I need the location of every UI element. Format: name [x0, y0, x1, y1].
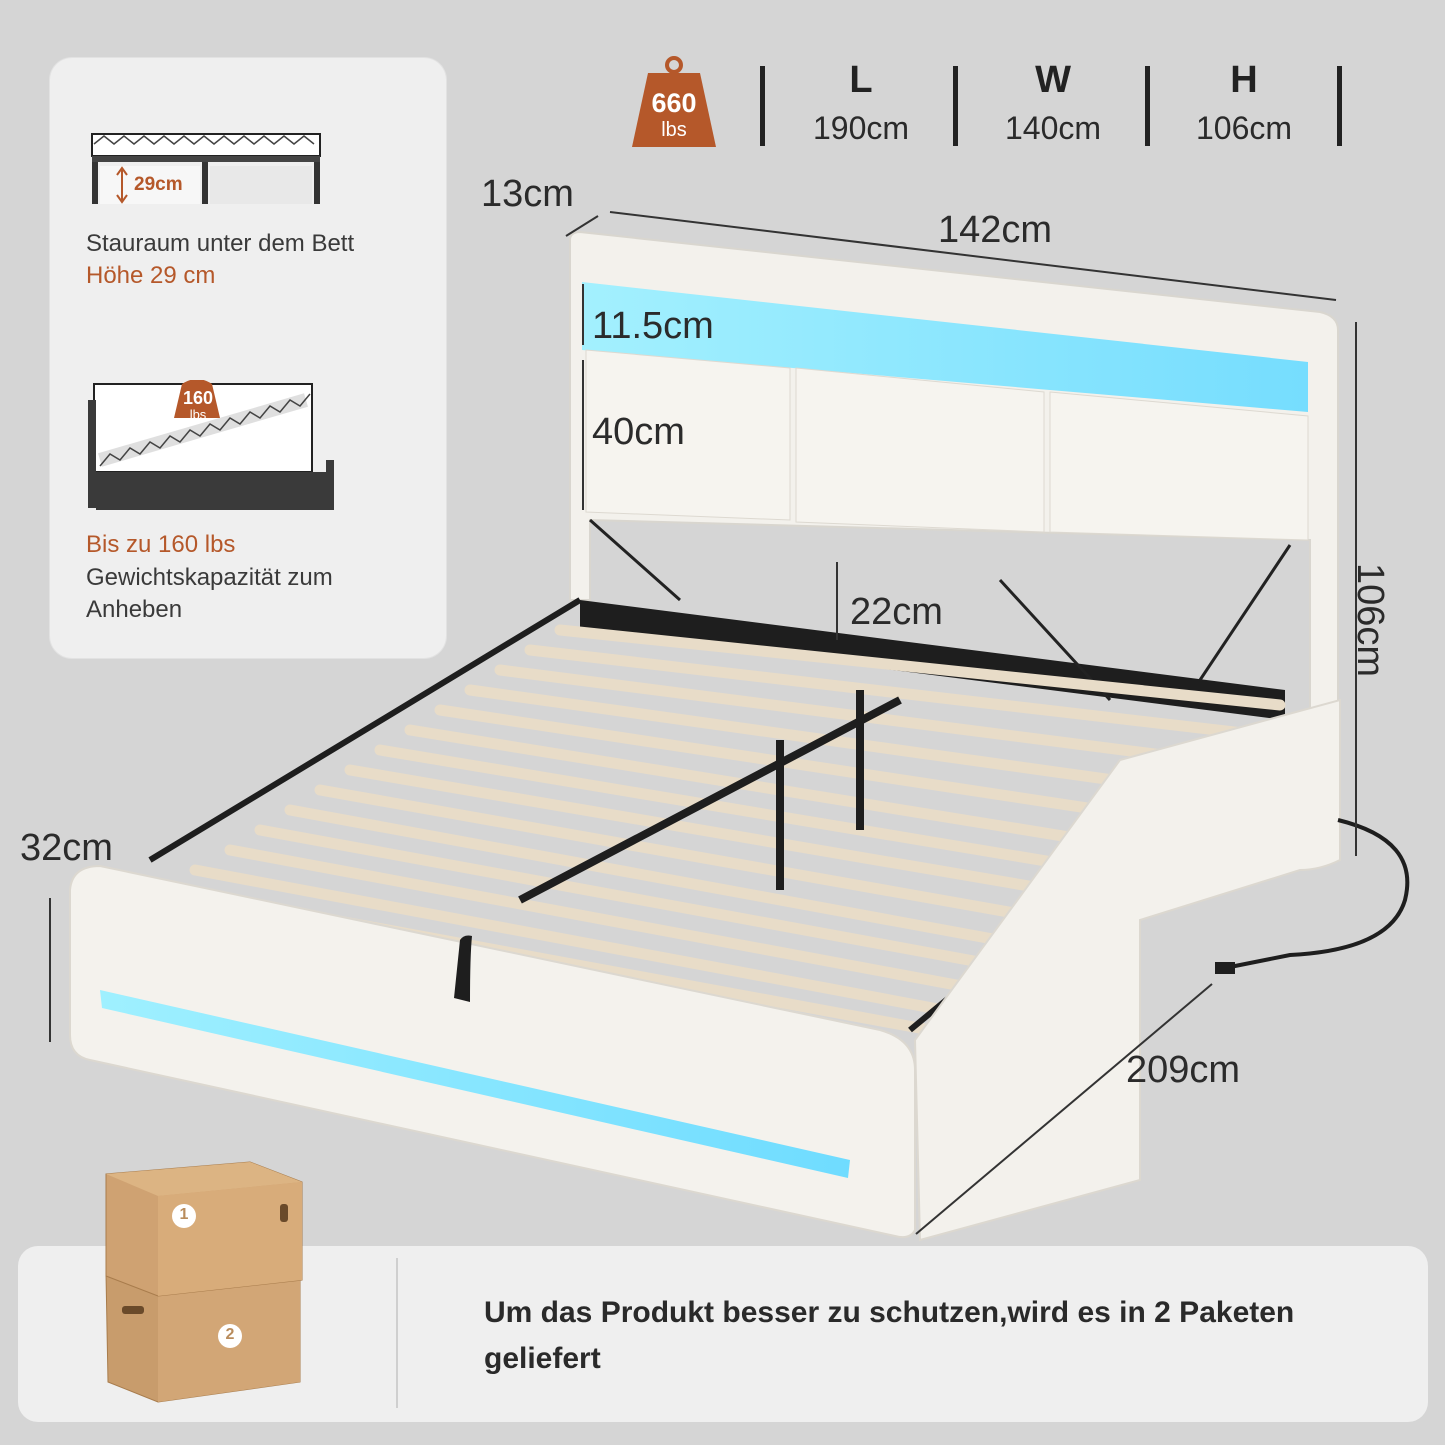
package-boxes-icon — [105, 1161, 303, 1403]
lift-badge-unit: lbs — [189, 407, 207, 422]
spec-separator — [953, 66, 958, 146]
spec-width-value: 140cm — [1004, 110, 1102, 146]
footer-divider — [396, 1258, 398, 1408]
dim-depth-top: 13cm — [481, 173, 574, 215]
spec-separator — [1337, 66, 1342, 146]
storage-small-label: 29cm — [134, 174, 183, 195]
dim-led-height: 11.5cm — [592, 305, 714, 347]
dim-width-top: 142cm — [938, 209, 1053, 251]
storage-title: Stauraum unter dem Bett — [86, 230, 355, 257]
spec-height-key: H — [1230, 59, 1258, 101]
lift-badge-value: 160 — [182, 388, 214, 408]
spec-width-key: W — [1035, 59, 1071, 101]
delivery-message: Um das Produkt besser zu schutzen,wird e… — [484, 1296, 1295, 1375]
weight-unit: lbs — [661, 119, 687, 141]
spec-length: L 190cm — [771, 58, 951, 147]
spec-height-value: 106cm — [1195, 110, 1293, 146]
spec-separator — [760, 66, 765, 146]
lift-desc: Gewichtskapazität zum Anheben — [86, 564, 333, 623]
storage-diagram — [91, 133, 321, 204]
box-1-label: 1 — [179, 1206, 189, 1223]
weight-value: 660 — [651, 88, 697, 118]
storage-height: Höhe 29 cm — [86, 262, 216, 289]
dim-side-height: 32cm — [20, 827, 113, 869]
spec-length-key: L — [849, 59, 873, 101]
lift-title: Bis zu 160 lbs — [86, 531, 236, 558]
dim-length: 209cm — [1126, 1049, 1241, 1091]
dim-headboard-height: 40cm — [592, 411, 685, 453]
dim-total-height: 106cm — [1349, 562, 1391, 678]
box-2-label: 2 — [225, 1326, 235, 1343]
lift-diagram — [88, 380, 334, 510]
spec-height: H 106cm — [1154, 58, 1334, 147]
spec-separator — [1145, 66, 1150, 146]
spec-width: W 140cm — [963, 58, 1143, 147]
spec-length-value: 190cm — [812, 110, 910, 146]
weight-icon — [632, 56, 716, 147]
dim-gap-height: 22cm — [850, 591, 943, 633]
weight-badge: 660 lbs — [630, 55, 718, 151]
